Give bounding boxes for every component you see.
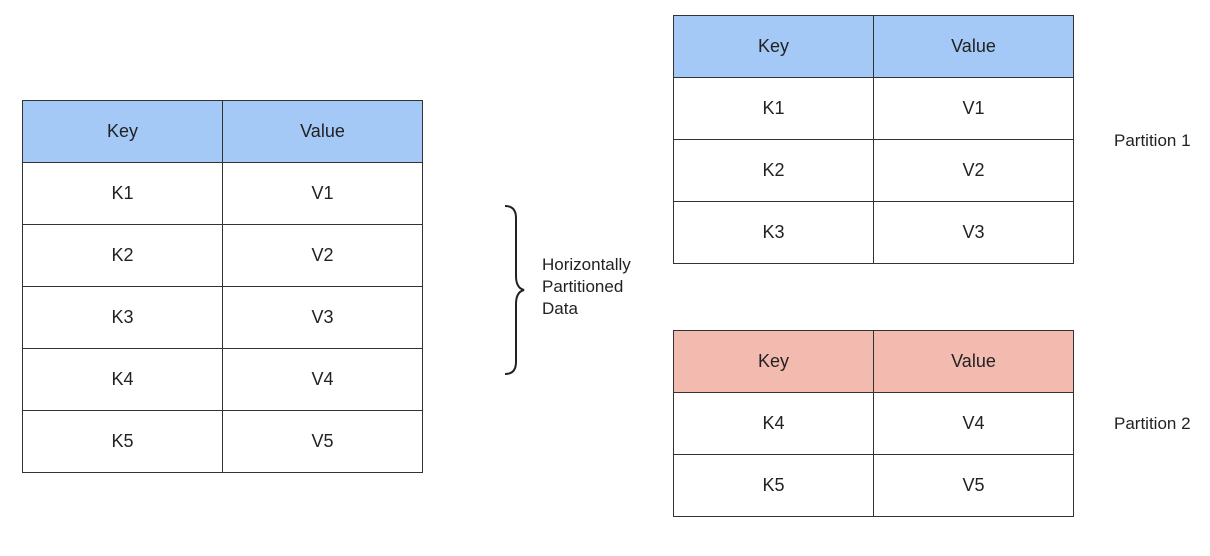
key-cell: K1 xyxy=(673,77,874,140)
header-key: Key xyxy=(22,100,223,163)
value-cell: V5 xyxy=(873,454,1074,517)
value-cell: V2 xyxy=(222,224,423,287)
header-key: Key xyxy=(673,15,874,78)
brace-label-line: Horizontally xyxy=(542,255,631,274)
partition2-table: Key Value K4 V4 K5 V5 xyxy=(673,330,1074,517)
key-cell: K3 xyxy=(673,201,874,264)
table-row: K2 V2 xyxy=(673,139,1074,202)
brace-label-line: Partitioned xyxy=(542,277,624,296)
key-cell: K2 xyxy=(673,139,874,202)
table-row: K3 V3 xyxy=(673,201,1074,264)
value-cell: V5 xyxy=(222,410,423,473)
key-cell: K2 xyxy=(22,224,223,287)
table-row: K2 V2 xyxy=(22,224,423,287)
value-cell: V1 xyxy=(873,77,1074,140)
table-row: K4 V4 xyxy=(673,392,1074,455)
table-header-row: Key Value xyxy=(673,15,1074,78)
value-cell: V4 xyxy=(222,348,423,411)
partition2-label: Partition 2 xyxy=(1114,414,1191,433)
table-row: K1 V1 xyxy=(22,162,423,225)
key-cell: K4 xyxy=(673,392,874,455)
partition1-table: Key Value K1 V1 K2 V2 K3 V3 xyxy=(673,15,1074,264)
header-value: Value xyxy=(873,15,1074,78)
value-cell: V1 xyxy=(222,162,423,225)
header-value: Value xyxy=(222,100,423,163)
key-cell: K1 xyxy=(22,162,223,225)
key-cell: K5 xyxy=(673,454,874,517)
source-table: Key Value K1 V1 K2 V2 K3 V3 K4 V4 K5 V5 xyxy=(22,100,423,473)
brace-label: Horizontally Partitioned Data xyxy=(542,254,631,320)
key-cell: K4 xyxy=(22,348,223,411)
header-key: Key xyxy=(673,330,874,393)
table-row: K3 V3 xyxy=(22,286,423,349)
value-cell: V4 xyxy=(873,392,1074,455)
value-cell: V3 xyxy=(873,201,1074,264)
table-row: K1 V1 xyxy=(673,77,1074,140)
partition1-label: Partition 1 xyxy=(1114,131,1191,150)
value-cell: V3 xyxy=(222,286,423,349)
table-row: K4 V4 xyxy=(22,348,423,411)
curly-brace-icon xyxy=(504,205,525,375)
table-header-row: Key Value xyxy=(673,330,1074,393)
table-row: K5 V5 xyxy=(22,410,423,473)
header-value: Value xyxy=(873,330,1074,393)
brace-label-line: Data xyxy=(542,299,578,318)
key-cell: K3 xyxy=(22,286,223,349)
table-header-row: Key Value xyxy=(22,100,423,163)
value-cell: V2 xyxy=(873,139,1074,202)
key-cell: K5 xyxy=(22,410,223,473)
table-row: K5 V5 xyxy=(673,454,1074,517)
